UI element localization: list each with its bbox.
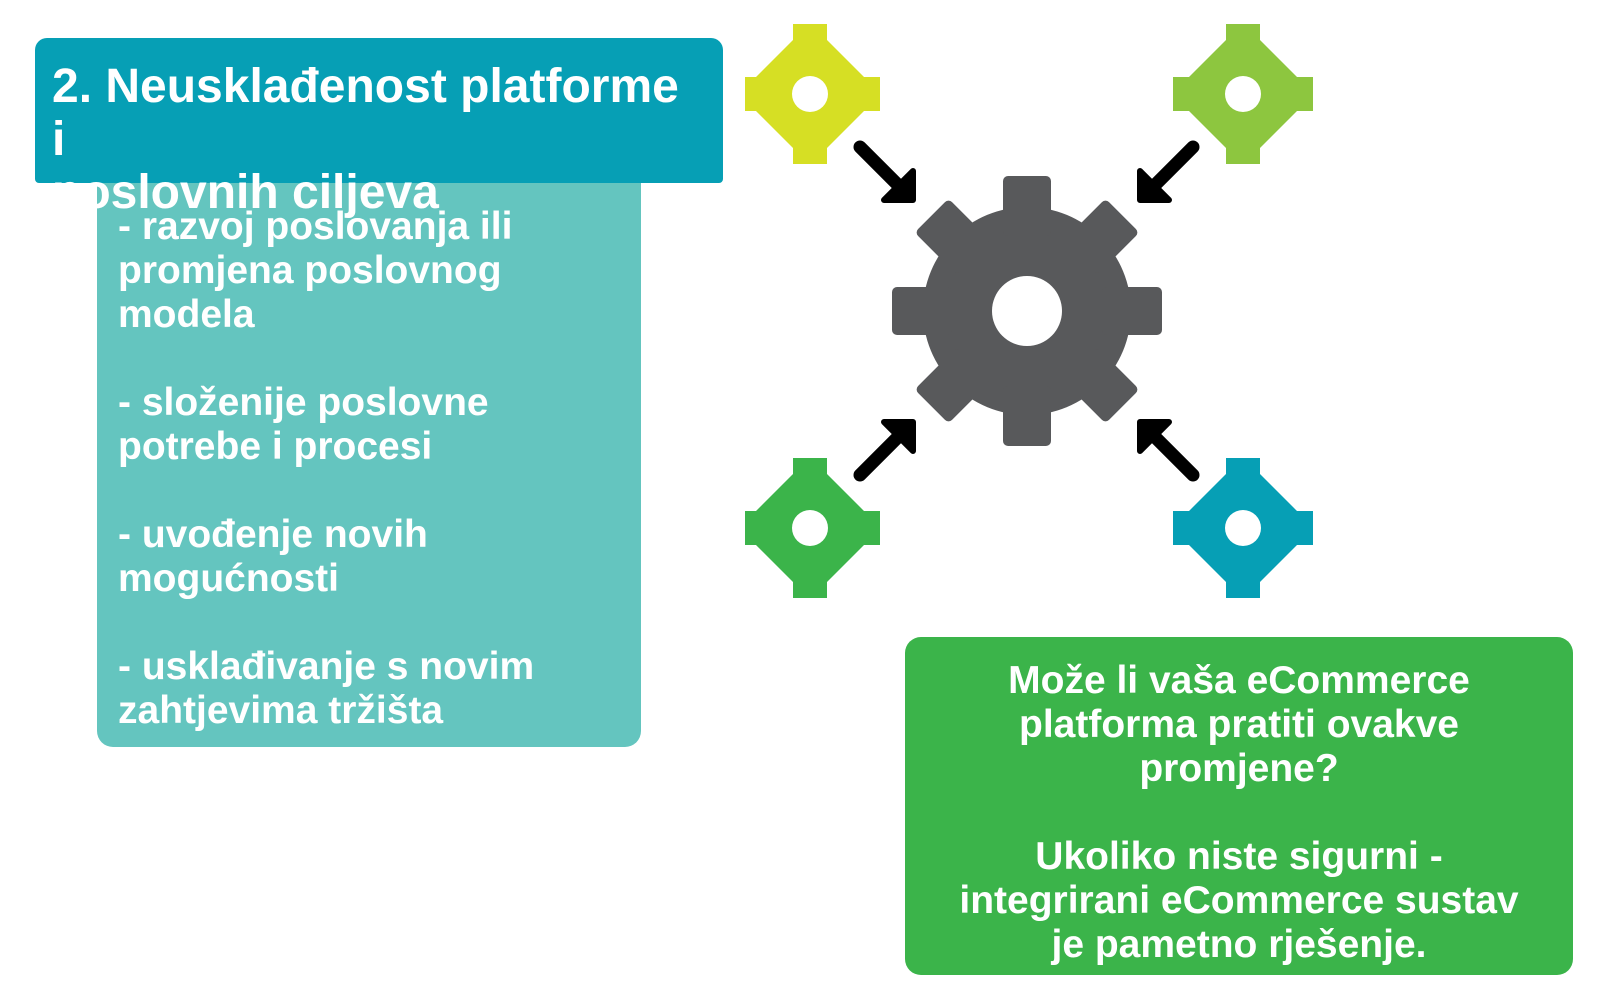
title-line-2: poslovnih ciljeva (52, 166, 439, 219)
answer-line: je pametno rješenje. (1051, 923, 1427, 966)
bullet-list-panel: - razvoj poslovanja ili promjena poslovn… (97, 175, 641, 747)
gear-icon (892, 176, 1162, 446)
list-item: - složenije poslovne potrebe i procesi (118, 381, 489, 468)
list-item: - uvođenje novih mogućnosti (118, 513, 428, 600)
question-line: promjene? (1139, 747, 1339, 790)
paragraph-gap (919, 791, 1559, 835)
question-line: Može li vaša eCommerce (1008, 659, 1470, 702)
title-banner: 2. Neusklađenost platforme i poslovnih c… (35, 38, 723, 219)
arrow-icon (860, 422, 913, 475)
gear-diagram (745, 24, 1313, 598)
answer-line: Ukoliko niste sigurni - (1035, 835, 1443, 878)
question-callout: Može li vaša eCommerce platforma pratiti… (905, 637, 1573, 975)
list-item: - usklađivanje s novim zahtjevima tržišt… (118, 645, 535, 732)
arrow-icon (860, 147, 913, 200)
arrow-icon (1140, 422, 1193, 475)
answer-line: integrirani eCommerce sustav (959, 879, 1519, 922)
arrow-icon (1140, 147, 1193, 200)
question-line: platforma pratiti ovakve (1019, 703, 1459, 746)
title-line-1: 2. Neusklađenost platforme i (52, 60, 679, 166)
list-item: - razvoj poslovanja ili promjena poslovn… (118, 205, 513, 336)
